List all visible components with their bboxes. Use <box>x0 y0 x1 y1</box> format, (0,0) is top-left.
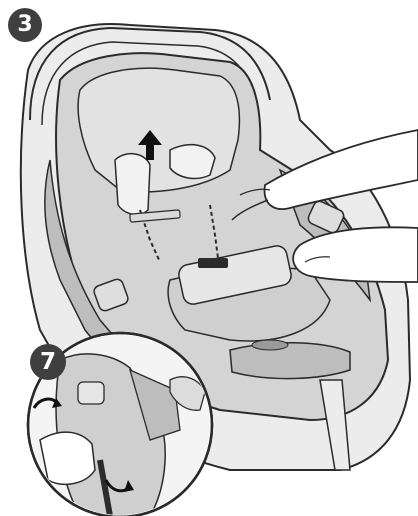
foot-rest <box>230 343 350 379</box>
step-3-badge: 3 <box>8 8 42 42</box>
inset-hand <box>40 432 95 484</box>
shoulder-pad-right <box>170 145 215 179</box>
buckle-tongue <box>198 258 228 268</box>
headrest <box>78 68 239 192</box>
step-7-badge: 7 <box>30 344 66 380</box>
shoulder-pad-left <box>115 154 150 215</box>
